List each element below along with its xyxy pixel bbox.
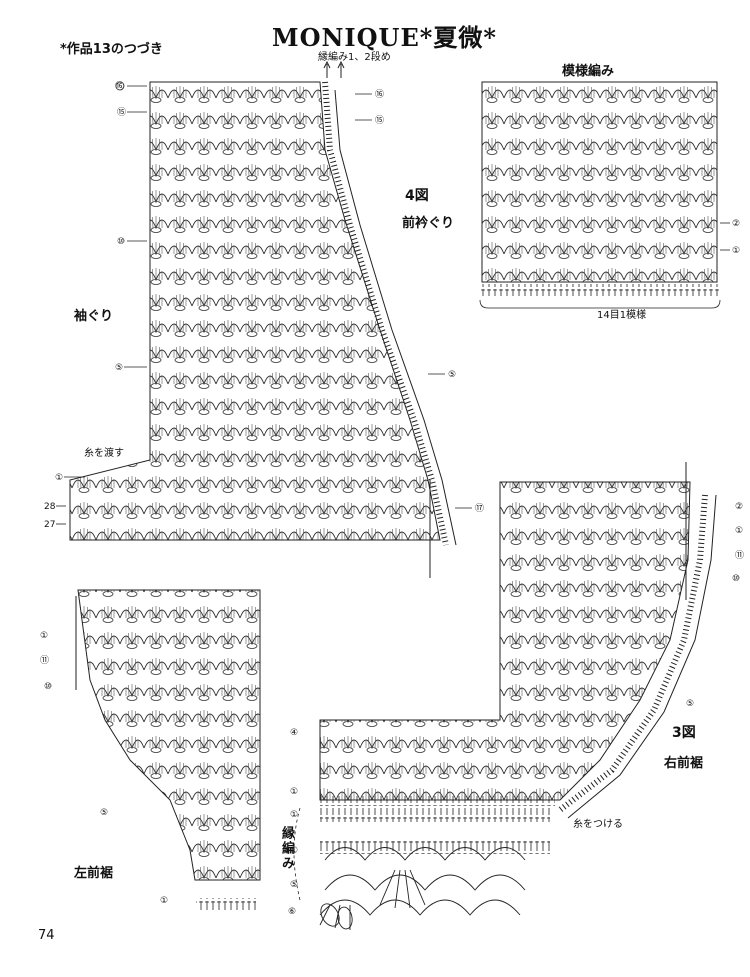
fig4-panel — [69, 81, 441, 541]
svg-text:②: ② — [732, 219, 740, 229]
right-front-hem-label: 右前裾 — [664, 756, 704, 771]
fig4-right-markers: ⑯ ⑮ ⑤ ⑰ — [375, 89, 484, 514]
pass-yarn-note: 糸を渡す — [84, 448, 124, 459]
row-marker: ① — [290, 846, 298, 856]
row-marker: ⑮ — [375, 115, 384, 126]
row-marker: ⑩ — [732, 574, 740, 584]
fig4-left-markers: ⑯ ⑮ ⑩ ⑤ ① 28 27 — [44, 81, 126, 530]
row-marker: ⑯ — [375, 89, 384, 100]
repeat-note: 14目1模様 — [597, 310, 647, 321]
edging-chart — [319, 808, 550, 930]
row-marker: ⑥ — [288, 907, 296, 917]
left-hem-panel — [77, 589, 261, 881]
fig4-neck-edging — [322, 81, 449, 546]
row-marker: 28 — [44, 502, 56, 512]
row-marker: ⑩ — [117, 237, 125, 247]
pattern-stitch-label: 模様編み — [562, 64, 615, 79]
row-marker: ⑤ — [686, 699, 694, 709]
edge-start-arrows — [323, 60, 345, 78]
armhole-label: 袖ぐり — [74, 309, 114, 324]
row-marker: 27 — [44, 520, 55, 530]
right-hem-edging — [558, 494, 708, 813]
row-marker: ⑤ — [448, 370, 456, 380]
row-marker: ⑤ — [115, 363, 123, 373]
page-number: 74 — [38, 928, 55, 943]
row-marker: ⑪ — [735, 550, 744, 561]
diagram-title: MONIQUE*夏微* — [272, 23, 497, 52]
row-marker: ⑩ — [44, 682, 52, 692]
row-marker: ② — [735, 502, 743, 512]
row-marker: ④ — [290, 728, 298, 738]
figure-3-label: 3図 — [672, 725, 696, 741]
edge-rows-note: 縁編み1、2段め — [318, 52, 391, 63]
left-front-hem-label: 左前裾 — [74, 866, 114, 881]
right-hem-markers: ② ① ⑪ ⑩ ⑤ ④ ① — [290, 502, 744, 797]
figure-4-label: 4図 — [405, 188, 429, 204]
row-marker: ⑤ — [290, 880, 298, 890]
row-marker: ⑪ — [40, 655, 49, 666]
row-marker: ① — [40, 631, 48, 641]
row-marker: ① — [160, 896, 168, 906]
right-hem-panel — [319, 481, 691, 801]
row-marker: ① — [290, 787, 298, 797]
edging-markers: ① ① ⑤ ⑥ — [288, 810, 298, 917]
svg-text:①: ① — [732, 246, 740, 256]
row-marker: ① — [735, 526, 743, 536]
attach-yarn-note: 糸をつける — [573, 819, 623, 830]
row-marker: ① — [55, 473, 63, 483]
continuation-note: *作品13のつづき — [60, 42, 163, 57]
pattern-swatch — [481, 81, 718, 283]
row-marker: ⑰ — [475, 503, 484, 514]
row-marker: ⑮ — [117, 107, 126, 118]
row-marker: ① — [290, 810, 298, 820]
front-neck-label: 前衿ぐり — [402, 216, 455, 231]
row-marker: ⑤ — [100, 808, 108, 818]
row-marker: ⑯ — [115, 81, 124, 92]
left-hem-markers: ① ⑪ ⑩ ⑤ ① — [40, 631, 168, 906]
edging-label: 縁編み — [279, 826, 294, 871]
